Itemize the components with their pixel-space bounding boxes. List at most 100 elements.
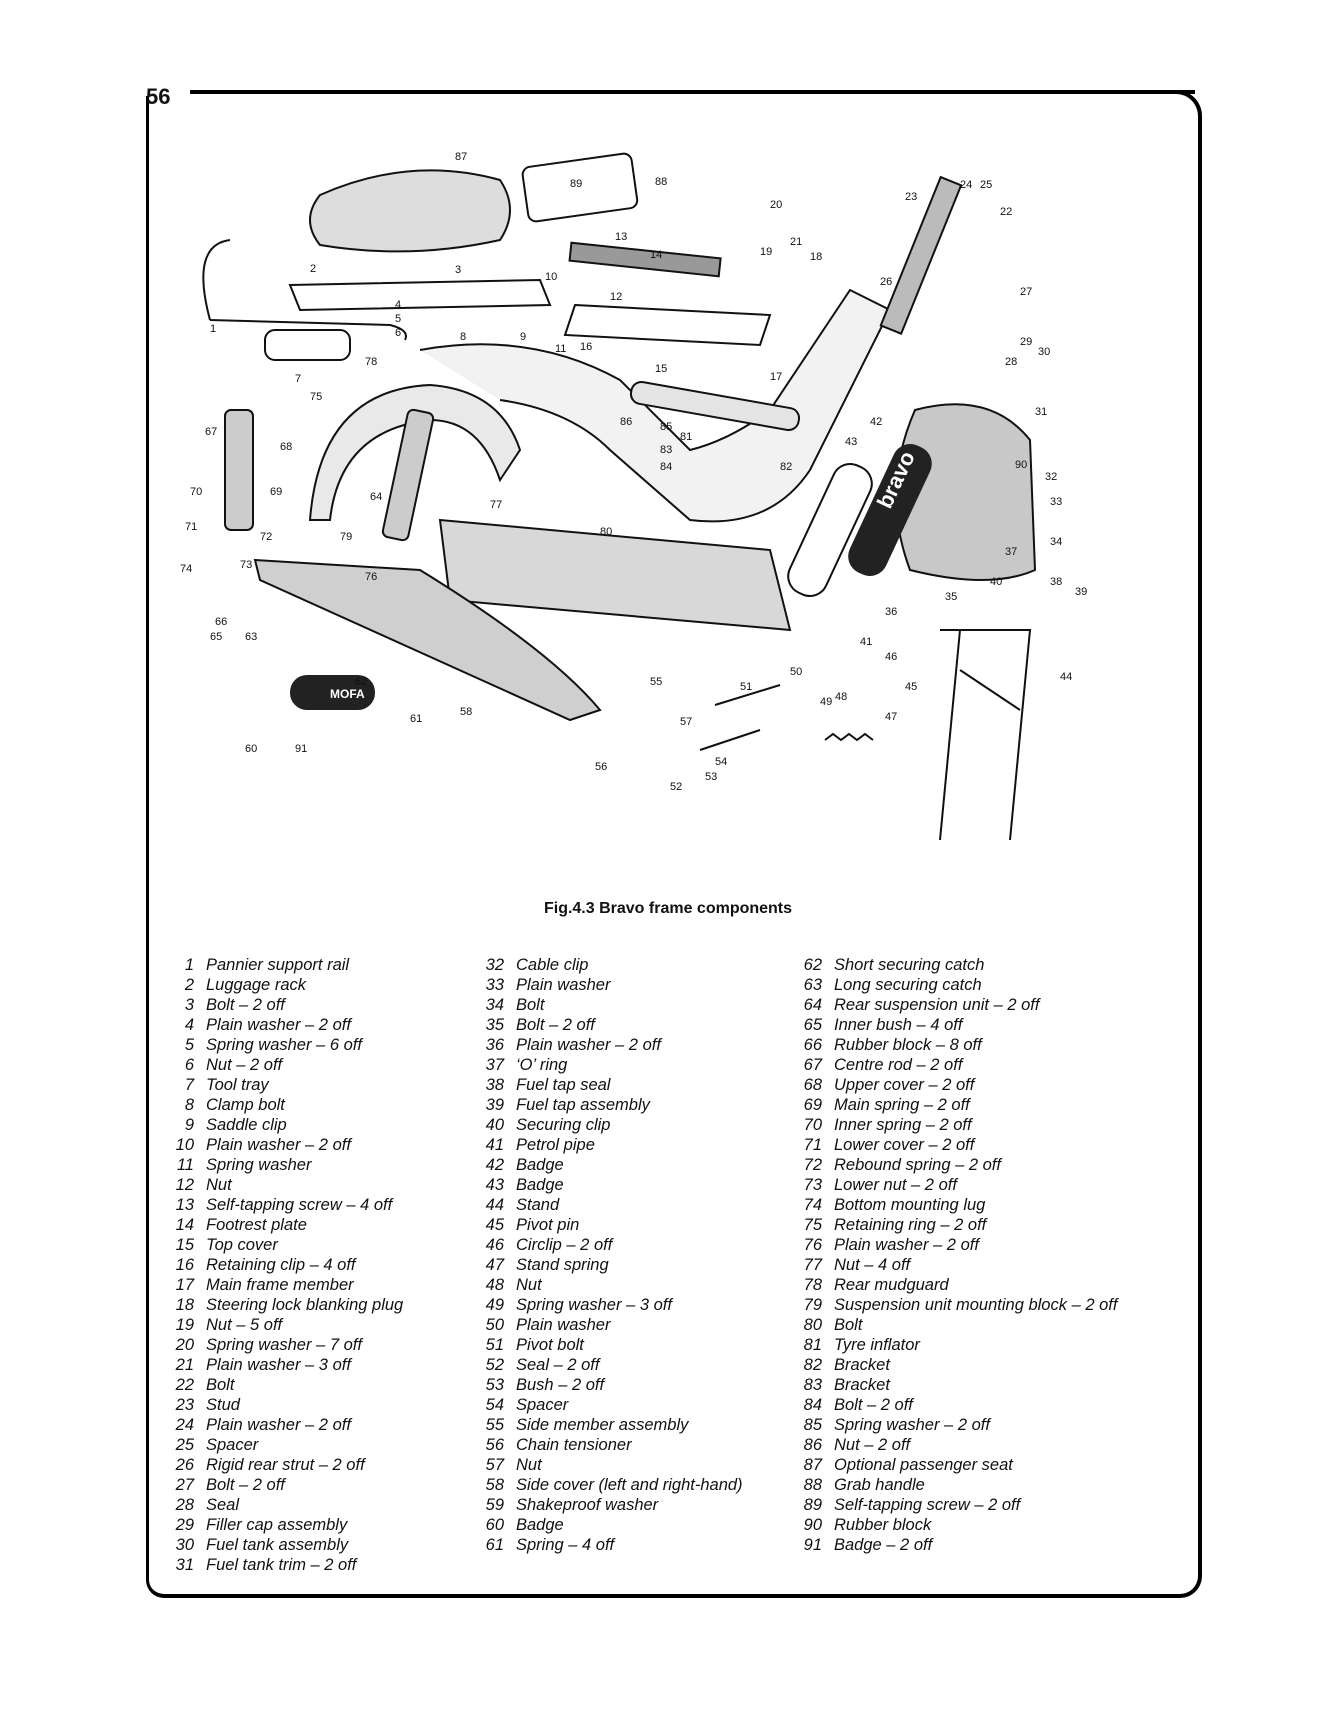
callout-15: 15: [655, 363, 667, 375]
legend-text: Plain washer – 2 off: [206, 1016, 351, 1034]
legend-number: 35: [485, 1016, 504, 1034]
legend-text: Chain tensioner: [516, 1436, 632, 1454]
callout-63: 63: [245, 631, 257, 643]
legend-text: Bolt – 2 off: [206, 996, 285, 1014]
callout-50: 50: [790, 666, 802, 678]
legend-number: 91: [803, 1536, 822, 1554]
callout-70: 70: [190, 486, 202, 498]
legend-text: Pannier support rail: [206, 956, 350, 974]
callout-46: 46: [885, 651, 897, 663]
callout-81: 81: [680, 431, 692, 443]
callout-62: 62: [355, 676, 367, 688]
legend-text: Plain washer – 2 off: [206, 1416, 351, 1434]
legend-number: 22: [175, 1376, 194, 1394]
tool-tray-part: [264, 329, 351, 361]
legend-text: Bolt: [834, 1316, 863, 1334]
luggage-rack-part: [288, 278, 552, 312]
legend-row: 73 Lower nut – 2 off: [788, 1175, 1117, 1195]
legend-number: 15: [175, 1236, 194, 1254]
legend-number: 55: [485, 1416, 504, 1434]
callout-45: 45: [905, 681, 917, 693]
callout-37: 37: [1005, 546, 1017, 558]
legend-text: Stud: [206, 1396, 240, 1414]
legend-text: Inner spring – 2 off: [834, 1116, 972, 1134]
callout-91: 91: [295, 743, 307, 755]
legend-number: 27: [175, 1476, 194, 1494]
legend-text: Nut: [516, 1276, 542, 1294]
legend-text: Bolt – 2 off: [516, 1016, 595, 1034]
callout-71: 71: [185, 521, 197, 533]
callout-11: 11: [555, 343, 566, 355]
legend-number: 47: [485, 1256, 504, 1274]
legend-number: 72: [803, 1156, 822, 1174]
legend-text: Main frame member: [206, 1276, 354, 1294]
legend-row: 37‘O’ ring: [470, 1055, 743, 1075]
legend-number: 89: [803, 1496, 822, 1514]
legend-number: 63: [803, 976, 822, 994]
legend-number: 5: [184, 1036, 194, 1054]
legend-text: Cable clip: [516, 956, 589, 974]
callout-44: 44: [1060, 671, 1072, 683]
legend-number: 56: [485, 1436, 504, 1454]
callout-4: 4: [395, 299, 401, 311]
legend-text: Spring washer – 2 off: [834, 1416, 990, 1434]
legend-text: Rear mudguard: [834, 1276, 949, 1294]
legend-number: 3: [184, 996, 194, 1014]
callout-68: 68: [280, 441, 292, 453]
page-number: 56: [146, 84, 171, 109]
legend-text: Side cover (left and right-hand): [516, 1476, 743, 1494]
legend-number: 11: [176, 1156, 194, 1174]
legend-number: 10: [175, 1136, 194, 1154]
pannier-rail-part: [202, 239, 407, 341]
legend-text: Lower nut – 2 off: [834, 1176, 957, 1194]
legend-text: Nut – 2 off: [834, 1436, 911, 1454]
legend-text: Rigid rear strut – 2 off: [206, 1456, 365, 1474]
legend-number: 41: [485, 1136, 504, 1154]
callout-87: 87: [455, 151, 467, 163]
legend-text: Plain washer: [516, 976, 611, 994]
callout-48: 48: [835, 691, 847, 703]
legend-number: 61: [485, 1536, 504, 1554]
legend-number: 21: [175, 1356, 194, 1374]
legend-text: Upper cover – 2 off: [834, 1076, 975, 1094]
callout-79: 79: [340, 531, 352, 543]
callout-23: 23: [905, 191, 917, 203]
main-frame-part: [419, 288, 892, 523]
legend-text: Pivot bolt: [516, 1336, 584, 1354]
legend-number: 36: [485, 1036, 504, 1054]
callout-83: 83: [660, 444, 672, 456]
legend-text: Bolt: [516, 996, 545, 1014]
legend-number: 1: [184, 956, 194, 974]
svg-text:MOFA: MOFA: [330, 687, 365, 701]
legend-number: 19: [175, 1316, 194, 1334]
callout-51: 51: [740, 681, 752, 693]
legend-text: Short securing catch: [834, 956, 985, 974]
legend-number: 14: [175, 1216, 194, 1234]
legend-number: 73: [803, 1176, 822, 1194]
callout-32: 32: [1045, 471, 1057, 483]
callout-39: 39: [1075, 586, 1087, 598]
legend-text: Badge: [516, 1156, 564, 1174]
